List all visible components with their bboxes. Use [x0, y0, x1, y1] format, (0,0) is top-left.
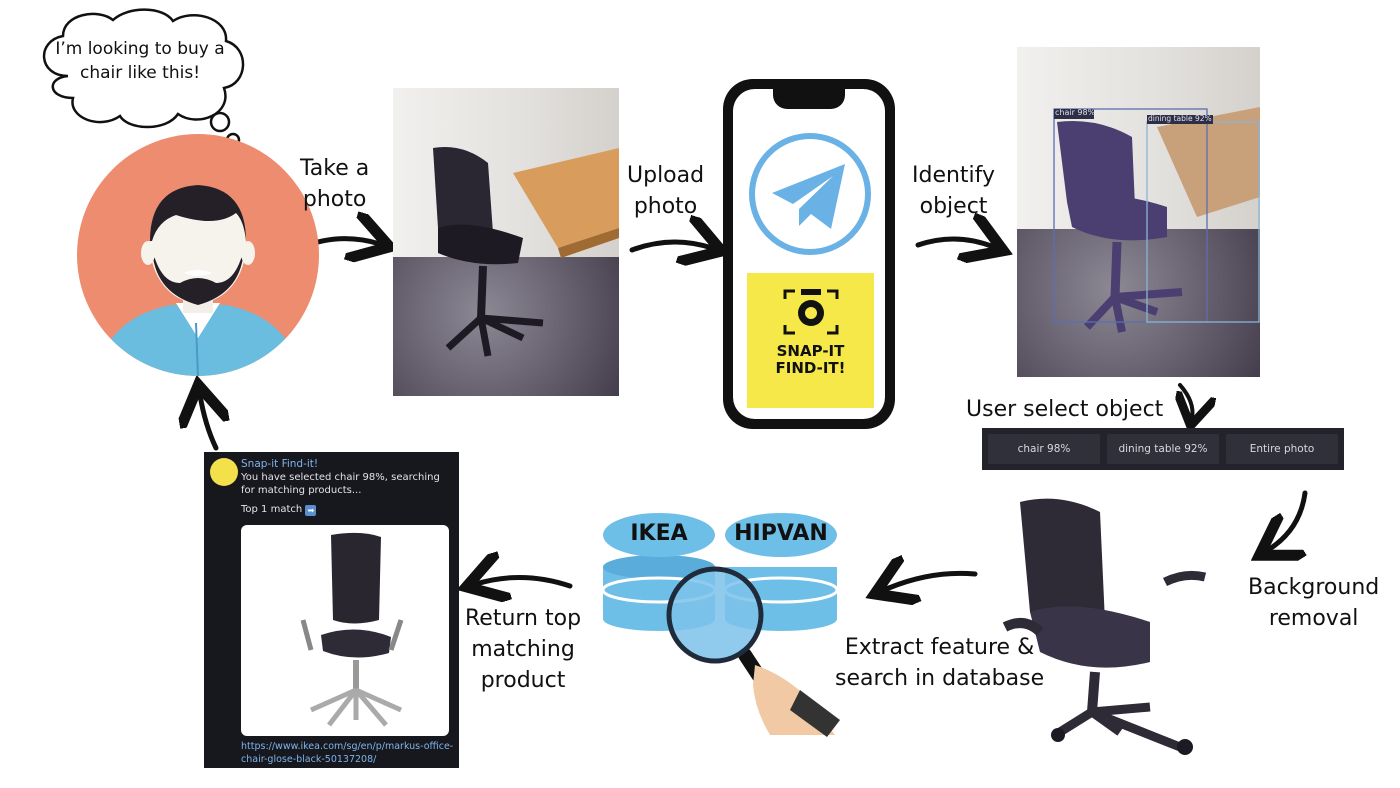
chat-result-card: Snap-it Find-it! You have selected chair… — [204, 452, 459, 768]
select-object-bar: chair 98% dining table 92% Entire photo — [982, 428, 1344, 470]
database-search — [601, 513, 840, 737]
snap-it-logo: SNAP-IT FIND-IT! — [747, 273, 874, 408]
step-user-select: User select object — [966, 397, 1164, 422]
detection-label-2: dining table 92% — [1148, 114, 1212, 123]
user-avatar — [77, 134, 319, 376]
step-background-removal: Background removal — [1248, 575, 1380, 631]
arrow-return-top — [476, 577, 573, 586]
product-image[interactable] — [241, 525, 449, 736]
chat-message: You have selected chair 98%, searching f… — [241, 472, 440, 496]
segmented-chair — [1002, 498, 1207, 755]
match-label: Top 1 match ➡ — [241, 504, 317, 516]
detection-label-1: chair 98% — [1055, 108, 1096, 117]
arrow-right-icon: ➡ — [305, 505, 317, 516]
step-take-photo: Take a photo — [300, 156, 370, 212]
step-upload-photo: Upload photo — [627, 163, 705, 219]
snap-it-text: SNAP-IT FIND-IT! — [775, 342, 846, 377]
telegram-icon — [749, 133, 871, 255]
arrow-to-select — [1180, 383, 1193, 418]
database-hipvan-label: HIPVAN — [734, 521, 828, 546]
chair-photo — [393, 88, 619, 396]
camera-icon — [783, 289, 839, 335]
phone: SNAP-IT FIND-IT! — [723, 79, 895, 429]
arrow-upload-photo — [629, 242, 712, 250]
arrow-back-to-user — [200, 395, 216, 451]
match-label-text: Top 1 match — [241, 504, 303, 515]
arrow-background-removal — [1268, 490, 1308, 550]
step-extract-search: Extract feature & search in database — [835, 635, 1045, 691]
magnifier-icon — [666, 566, 840, 737]
product-link[interactable]: https://www.ikea.com/sg/en/p/markus-offi… — [241, 741, 454, 765]
thought-text: I’m looking to buy a chair like this! — [55, 39, 225, 83]
detection-photo: chair 98% dining table 92% — [1017, 47, 1260, 377]
select-entire-photo-button[interactable]: Entire photo — [1226, 434, 1338, 464]
select-chair-button[interactable]: chair 98% — [988, 434, 1100, 464]
database-ikea-label: IKEA — [630, 521, 688, 546]
bot-name: Snap-it Find-it! — [241, 458, 319, 470]
select-table-button[interactable]: dining table 92% — [1107, 434, 1219, 464]
arrow-extract-search — [884, 573, 978, 590]
step-identify-object: Identify object — [912, 163, 996, 219]
step-return-top: Return top matching product — [465, 606, 582, 693]
bot-avatar — [210, 458, 238, 486]
arrow-identify-object — [915, 239, 994, 247]
